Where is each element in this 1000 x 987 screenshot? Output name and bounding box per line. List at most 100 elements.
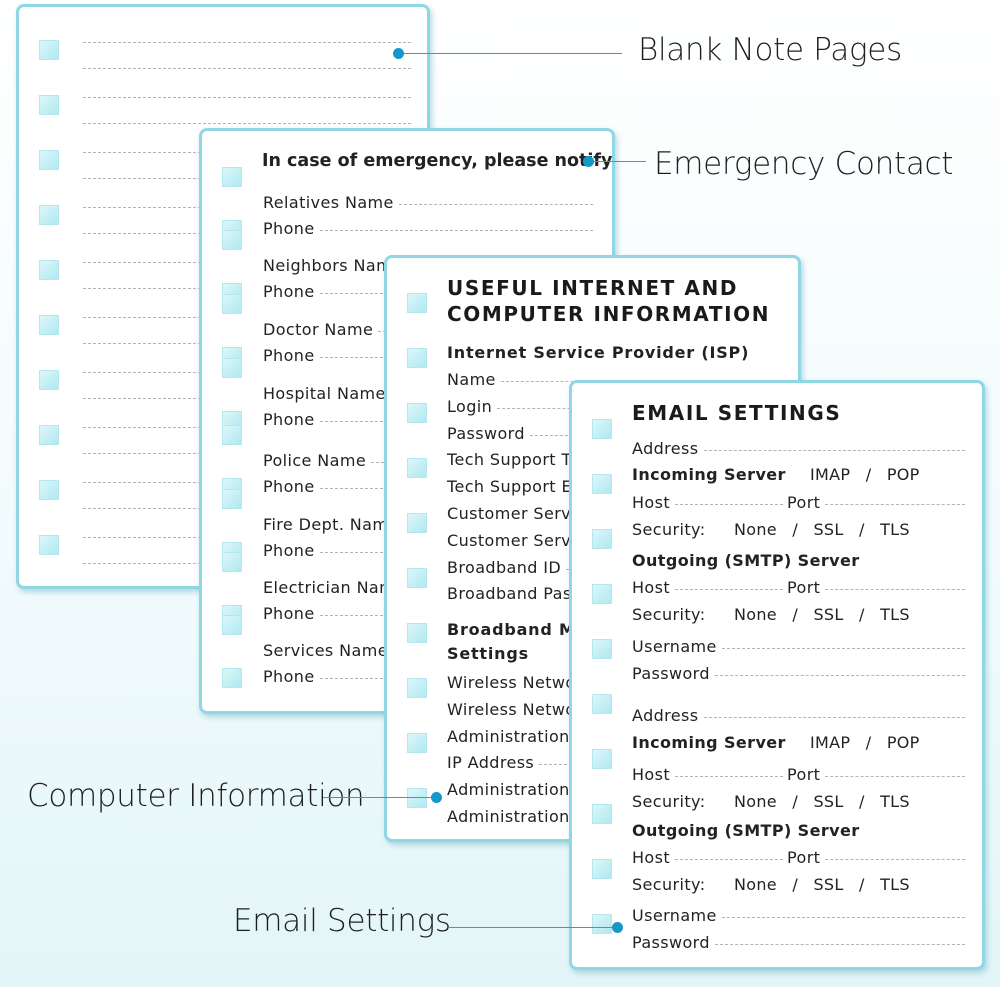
note-checkbox: [39, 315, 59, 335]
emergency-name-label: Doctor Name: [263, 320, 374, 339]
callout-computer-information: Computer Information: [27, 778, 365, 814]
outgoing-server-label-1: Outgoing (SMTP) Server: [632, 551, 860, 570]
isp-field-label: Name: [447, 370, 496, 389]
computer-checkbox: [407, 513, 427, 533]
tls-option: TLS: [880, 520, 910, 539]
fill-line: [319, 230, 593, 231]
isp-field-label: Broadband ID: [447, 557, 562, 577]
slash: /: [865, 465, 872, 484]
host-label: Host: [632, 578, 671, 597]
port-label: Port: [787, 848, 821, 867]
slash: /: [858, 875, 865, 894]
host-port-row-4: Host Port: [632, 848, 965, 867]
email-checkbox: [592, 804, 612, 824]
note-line: [83, 97, 411, 98]
slash: /: [792, 875, 799, 894]
emergency-checkbox: [222, 425, 242, 445]
host-label: Host: [632, 493, 671, 512]
emergency-checkbox: [222, 552, 242, 572]
email-settings-page: EMAIL SETTINGS Address Incoming Server I…: [569, 380, 985, 970]
emergency-phone-label: Phone: [263, 477, 315, 496]
slash: /: [792, 792, 799, 811]
note-line: [83, 123, 411, 124]
password-row-2: Password: [632, 933, 965, 952]
modem-field-label: Wireless Network: [447, 699, 593, 719]
emergency-phone-label: Phone: [263, 282, 315, 301]
computer-checkbox: [407, 458, 427, 478]
email-checkbox: [592, 859, 612, 879]
port-label: Port: [787, 578, 821, 597]
security-label-1: Security:: [632, 520, 706, 539]
slash: /: [865, 733, 872, 752]
modem-field-label: Administration: [447, 807, 570, 826]
emergency-checkbox: [222, 668, 242, 688]
tls-option: TLS: [880, 875, 910, 894]
isp-field-label: Customer Service: [447, 504, 596, 523]
callout-dot-computer: [431, 792, 442, 803]
emergency-phone-label: Phone: [263, 346, 315, 365]
note-checkbox: [39, 370, 59, 390]
username-row-2: Username: [632, 906, 965, 925]
security-label-2: Security:: [632, 605, 706, 624]
address-label: Address: [632, 706, 699, 725]
password-row-1: Password: [632, 664, 965, 683]
isp-field-label: Tech Support Tel: [447, 450, 585, 470]
email-title: EMAIL SETTINGS: [632, 401, 842, 425]
incoming-options-1: IMAP / POP: [810, 465, 920, 484]
email-checkbox: [592, 474, 612, 494]
emergency-name-label: Electrician Name: [263, 578, 406, 597]
isp-field-label: Customer Service: [447, 530, 596, 550]
note-checkbox: [39, 95, 59, 115]
callout-leader-blank: [398, 53, 622, 54]
callout-emergency-contact: Emergency Contact: [654, 146, 954, 182]
address-label: Address: [632, 439, 699, 458]
computer-checkbox: [407, 623, 427, 643]
callout-leader-computer: [323, 797, 435, 798]
email-address-row-2: Address: [632, 706, 965, 725]
email-checkbox: [592, 914, 612, 934]
slash: /: [858, 792, 865, 811]
emergency-checkbox: [222, 615, 242, 635]
callout-blank-note-pages: Blank Note Pages: [638, 32, 902, 68]
security-options-1: None / SSL / TLS: [734, 520, 910, 539]
computer-checkbox: [407, 348, 427, 368]
computer-checkbox: [407, 568, 427, 588]
host-port-row-2: Host Port: [632, 578, 965, 597]
computer-checkbox: [407, 293, 427, 313]
note-checkbox: [39, 425, 59, 445]
note-checkbox: [39, 260, 59, 280]
security-label-3: Security:: [632, 792, 706, 811]
note-checkbox: [39, 535, 59, 555]
fill-line: [398, 204, 593, 205]
incoming-server-label-2: Incoming Server: [632, 733, 786, 752]
security-options-3: None / SSL / TLS: [734, 792, 910, 811]
emergency-name-label: Services Name: [263, 641, 388, 660]
host-label: Host: [632, 848, 671, 867]
email-checkbox: [592, 694, 612, 714]
email-checkbox: [592, 639, 612, 659]
emergency-name-label: Fire Dept. Name: [263, 515, 399, 534]
note-line: [83, 42, 411, 43]
emergency-checkbox: [222, 489, 242, 509]
username-row-1: Username: [632, 637, 965, 656]
emergency-checkbox: [222, 167, 242, 187]
emergency-phone-row: Phone: [263, 219, 593, 238]
callout-leader-emergency: [590, 161, 646, 162]
password-label: Password: [632, 664, 710, 683]
host-label: Host: [632, 765, 671, 784]
pop-option: POP: [886, 733, 920, 752]
email-checkbox: [592, 419, 612, 439]
callout-dot-email: [612, 922, 623, 933]
email-address-row-1: Address: [632, 439, 965, 458]
email-checkbox: [592, 749, 612, 769]
emergency-checkbox: [222, 358, 242, 378]
callout-leader-email: [448, 927, 616, 928]
password-label: Password: [632, 933, 710, 952]
computer-title-line1: USEFUL INTERNET AND: [447, 276, 739, 300]
note-checkbox: [39, 40, 59, 60]
note-checkbox: [39, 205, 59, 225]
slash: /: [792, 520, 799, 539]
username-label: Username: [632, 637, 717, 656]
modem-heading-line2: Settings: [447, 644, 529, 663]
slash: /: [792, 605, 799, 624]
